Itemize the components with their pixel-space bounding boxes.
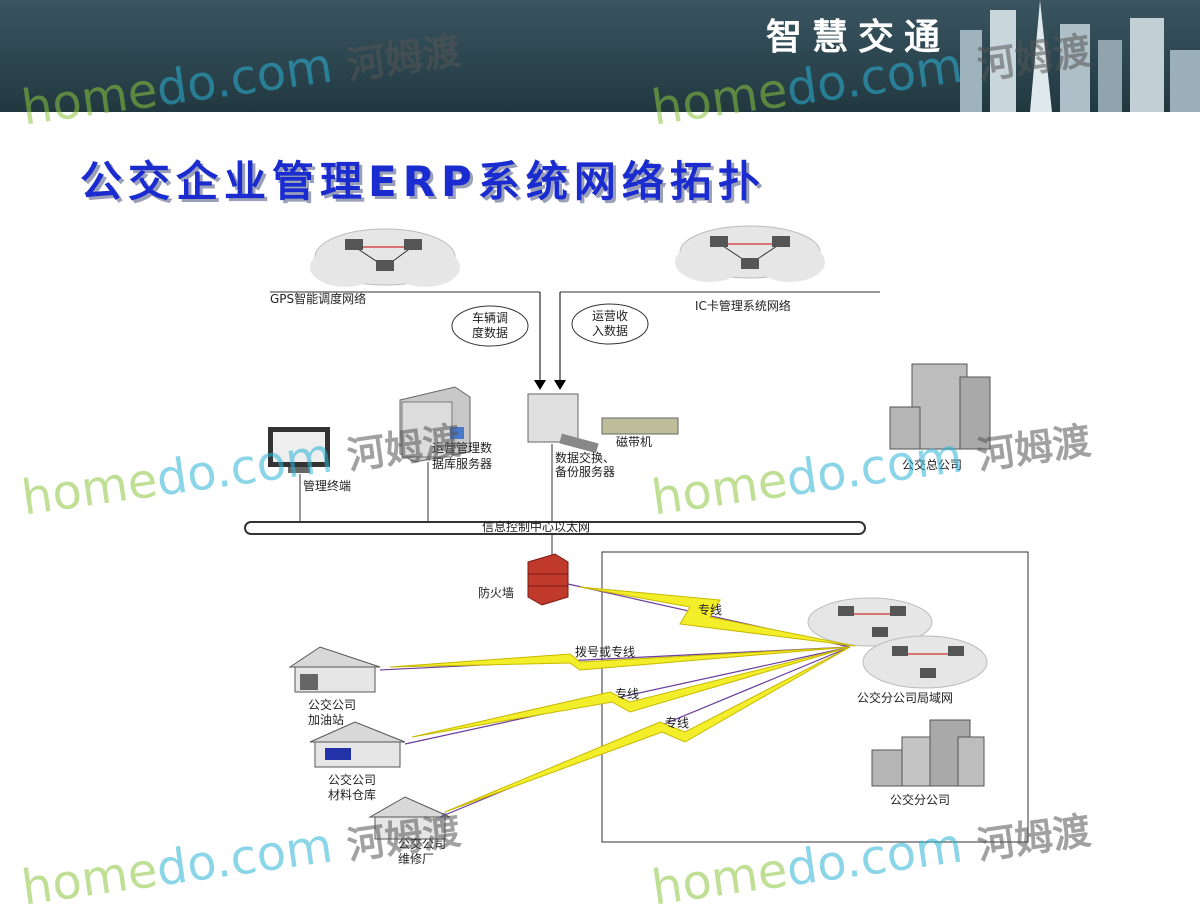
vehicle-data-label-2: 度数据: [472, 325, 508, 340]
gas-station-label-1: 公交公司: [308, 697, 356, 712]
branch-lan-label: 公交分公司局域网: [857, 690, 953, 705]
exchange-server-label-2: 备份服务器: [555, 464, 615, 479]
ethernet-bus: [244, 521, 866, 535]
branch-lan-cloud: [807, 597, 988, 689]
page-title: 公交企业管理ERP系统网络拓扑: [80, 157, 766, 206]
repair-shop-icon: [368, 796, 451, 840]
hq-building-icon: [889, 363, 991, 450]
tape-drive-icon: [601, 417, 679, 435]
repair-shop-label-1: 公交公司: [398, 836, 446, 851]
gps-network-cloud: [310, 228, 460, 287]
leased-line-label-3: 专线: [665, 715, 689, 730]
leased-line-label-1: 专线: [698, 602, 722, 617]
branch-building-icon: [871, 719, 985, 787]
leased-line-bolt-3: [444, 646, 851, 813]
warehouse-icon: [309, 721, 406, 768]
gas-station-label-2: 加油站: [308, 713, 344, 727]
mgmt-terminal-label: 管理终端: [303, 478, 351, 493]
dialup-line-label: 拨号或专线: [575, 644, 635, 659]
exchange-server-icon: [527, 393, 599, 454]
warehouse-label-2: 材料仓库: [328, 787, 376, 802]
vehicle-data-label-1: 车辆调: [472, 310, 508, 325]
firewall-label: 防火墙: [478, 585, 514, 600]
db-server-label-2: 据库服务器: [432, 456, 492, 471]
ethernet-label: 信息控制中心以太网: [482, 519, 590, 534]
hq-label: 公交总公司: [902, 457, 962, 472]
header-banner: 智慧交通: [0, 0, 1200, 112]
management-terminal-icon: [268, 427, 330, 473]
exchange-server-label-1: 数据交换、: [555, 450, 615, 465]
revenue-data-label-2: 入数据: [592, 323, 628, 338]
branch-company-label: 公交分公司: [890, 792, 950, 807]
network-topology-diagram: GPS智能调度网络 IC卡管理系统网络 车辆调 度数据 运营收 入数据 管理终端…: [150, 222, 1030, 872]
ic-network-label: IC卡管理系统网络: [695, 298, 791, 313]
firewall-icon: [527, 553, 569, 606]
warehouse-label-1: 公交公司: [328, 772, 376, 787]
ic-network-cloud: [675, 225, 825, 282]
revenue-data-label-1: 运营收: [592, 309, 628, 323]
repair-shop-label-2: 维修厂: [398, 851, 434, 866]
tape-drive-label: 磁带机: [616, 434, 652, 449]
db-server-label-1: 运营管理数: [432, 440, 492, 455]
gps-network-label: GPS智能调度网络: [270, 291, 366, 306]
db-server-icon: [399, 386, 471, 463]
leased-line-bolt-1: [579, 586, 856, 647]
leased-line-label-2: 专线: [615, 686, 639, 701]
brand-title: 智慧交通: [765, 17, 950, 58]
gas-station-icon: [288, 646, 381, 693]
skyline-image: [960, 0, 1200, 112]
